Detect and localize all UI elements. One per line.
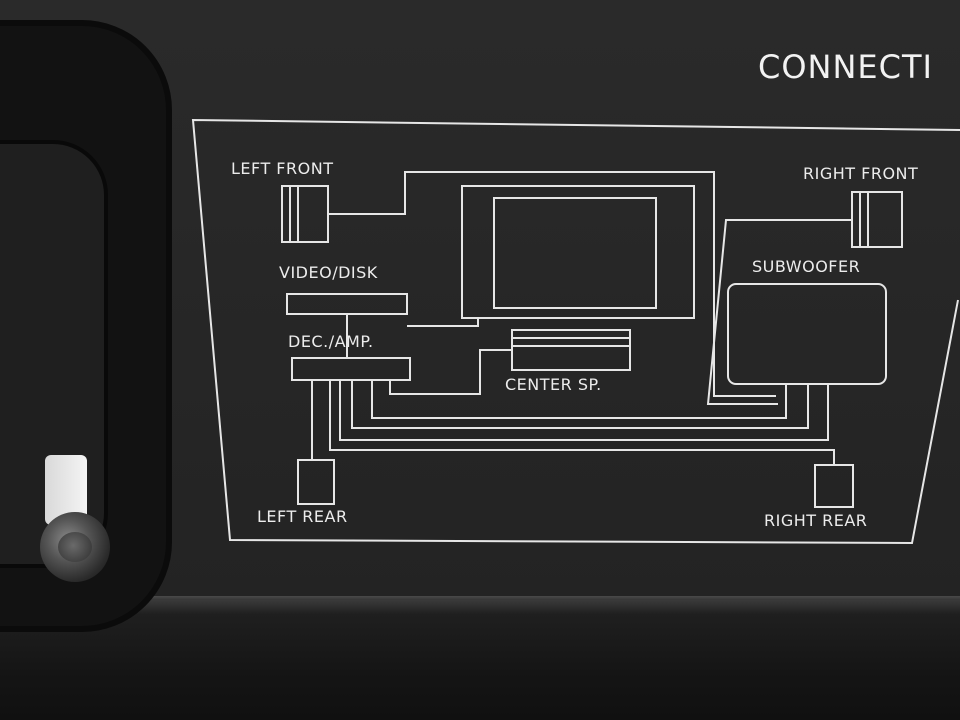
connection-diagram: CONNECTI LEFT FRONT RIGHT FRONT VIDEO/DI…: [191, 48, 960, 545]
right-rear-speaker: [814, 464, 854, 508]
tv-screen: [493, 197, 657, 309]
left-front-label: LEFT FRONT: [231, 159, 333, 178]
left-rear-label: LEFT REAR: [257, 507, 348, 526]
right-rear-label: RIGHT REAR: [764, 511, 867, 530]
screw-icon: [40, 512, 110, 582]
dec-amp-label: DEC./AMP.: [288, 332, 374, 351]
diagram-title: CONNECTI: [758, 48, 933, 86]
center-speaker: [511, 329, 631, 371]
tv-display: [461, 185, 695, 319]
lower-ledge: [0, 600, 960, 720]
center-sp-label: CENTER SP.: [505, 375, 602, 394]
right-front-label: RIGHT FRONT: [803, 164, 918, 183]
subwoofer-label: SUBWOOFER: [752, 257, 860, 276]
subwoofer-unit: [727, 283, 887, 385]
diagram-frame: [191, 118, 960, 545]
decoder-amp-unit: [291, 357, 411, 381]
video-disk-unit: [286, 293, 408, 315]
left-rear-speaker: [297, 459, 335, 505]
connection-wires: [311, 171, 852, 465]
video-disk-label: VIDEO/DISK: [279, 263, 378, 282]
left-front-speaker: [281, 185, 329, 243]
